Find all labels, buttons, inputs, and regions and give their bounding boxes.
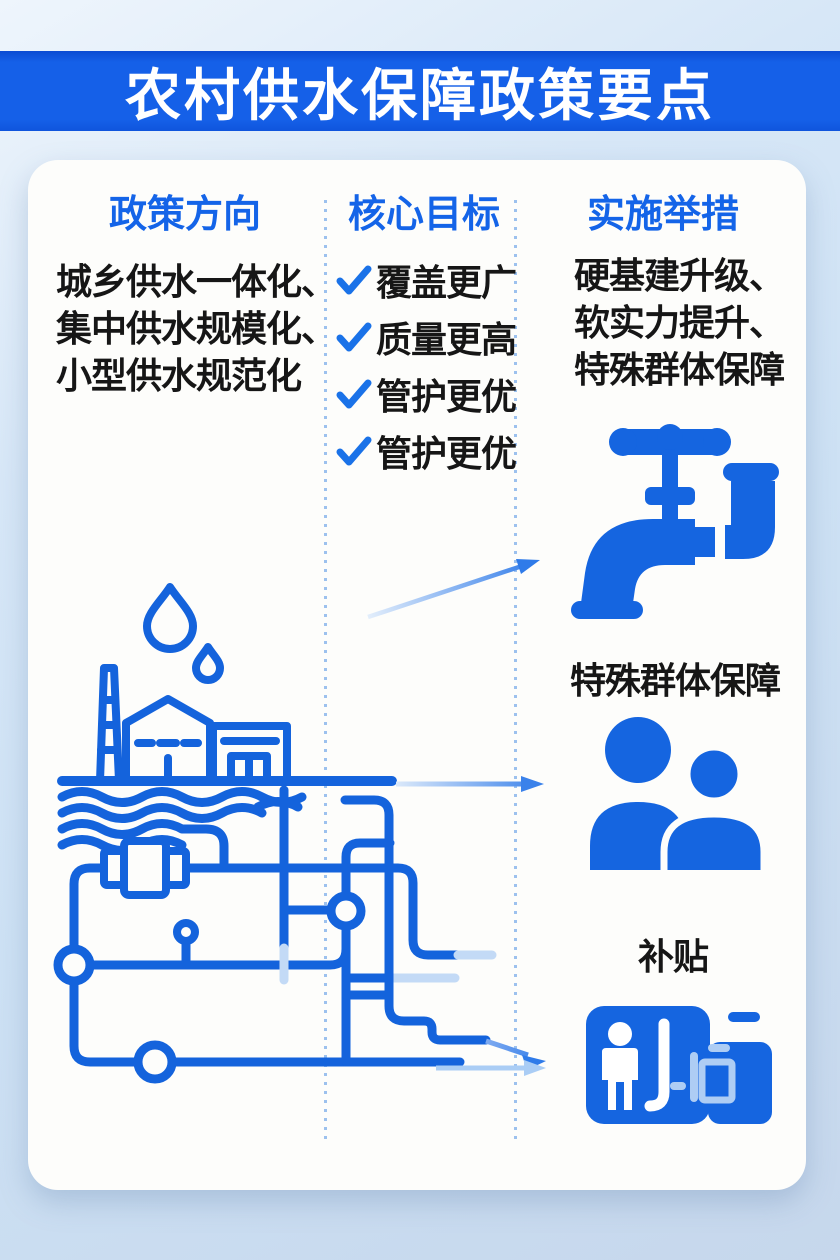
measure-line: 硬基建升级、 [574, 255, 785, 296]
goal-label: 管护更优 [376, 376, 517, 417]
column-divider-1 [324, 200, 327, 1145]
goal-label: 质量更高 [376, 319, 517, 360]
check-icon [336, 436, 372, 466]
column-header-goals: 核心目标 [347, 194, 500, 236]
goal-label: 覆盖更广 [376, 262, 517, 303]
special-group-label: 特殊群体保障 [569, 660, 781, 701]
column-header-policy: 政策方向 [108, 194, 261, 236]
goal-item: 覆盖更广 [336, 260, 517, 303]
page-title: 农村供水保障政策要点 [125, 63, 715, 127]
policy-line: 集中供水规模化、 [56, 308, 337, 349]
goal-item: 质量更高 [336, 317, 517, 360]
measure-line: 软实力提升、 [574, 302, 785, 343]
subsidy-card-icon [586, 1006, 772, 1124]
goal-item: 管护更优 [336, 431, 517, 474]
goals-checklist: 覆盖更广 质量更高 管护更优 管护更优 [336, 260, 517, 474]
faucet-icon [571, 424, 779, 619]
goal-label: 管护更优 [376, 433, 517, 474]
column-divider-2 [514, 200, 517, 1145]
check-icon [336, 379, 372, 409]
people-icon [590, 717, 768, 870]
title-banner: 农村供水保障政策要点 [0, 51, 840, 131]
goal-item: 管护更优 [336, 374, 517, 417]
column-header-measures: 实施举措 [586, 194, 739, 236]
measures-text-block: 硬基建升级、 软实力提升、 特殊群体保障 [574, 252, 785, 393]
check-icon [336, 322, 372, 352]
measure-line: 特殊群体保障 [574, 349, 785, 390]
policy-line: 小型供水规范化 [56, 355, 302, 396]
policy-line: 城乡供水一体化、 [56, 261, 337, 302]
policy-text-block: 城乡供水一体化、 集中供水规模化、 小型供水规范化 [56, 258, 337, 399]
subsidy-label: 补贴 [637, 936, 709, 977]
check-icon [336, 265, 372, 295]
